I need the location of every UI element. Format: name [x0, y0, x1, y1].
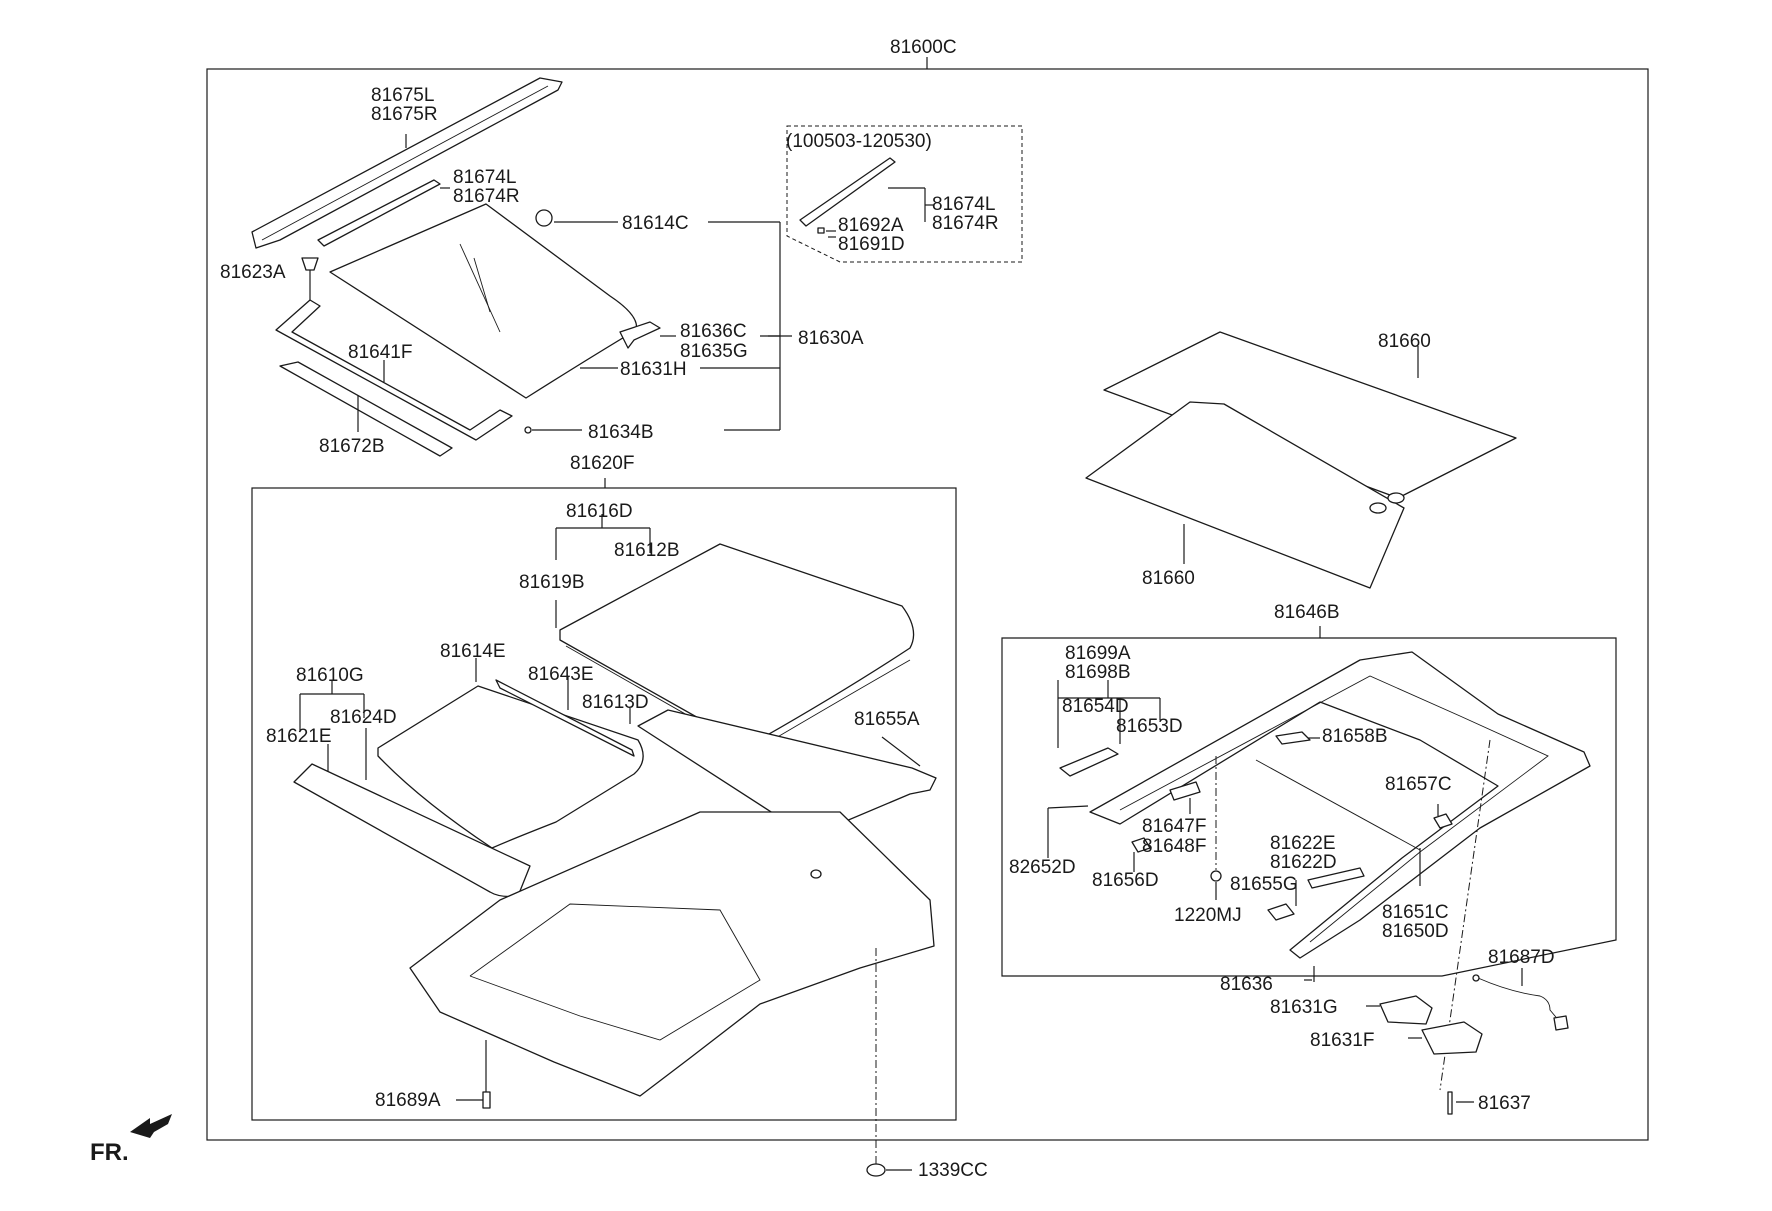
bracket-81636C-shape: [619, 321, 661, 349]
sub-assembly-box-81620F: [251, 487, 957, 1121]
part-label: 81614C: [622, 213, 689, 234]
part-label: 81624D: [330, 707, 397, 728]
part-label: 81699A: [1065, 643, 1131, 664]
part-label: 81646B: [1274, 602, 1340, 623]
part-label: 81692A: [838, 215, 904, 236]
front-arrow-icon: [130, 1114, 172, 1138]
front-orientation-label: FR.: [90, 1139, 129, 1166]
sunshade-group: [1085, 331, 1517, 589]
part-label: 81698B: [1065, 662, 1131, 683]
part-label: 81635G: [680, 341, 748, 362]
part-label: 81631H: [620, 359, 687, 380]
part-label: 81674R: [453, 186, 520, 207]
part-label: 81655A: [854, 709, 920, 730]
part-label: 81651C: [1382, 902, 1449, 923]
seal-strip-81674-shape: [317, 179, 441, 247]
dated-variant-box: [786, 125, 1023, 263]
part-label: 81600C: [890, 37, 957, 58]
part-label: 81622E: [1270, 833, 1336, 854]
glass-assembly-group: [251, 77, 792, 457]
part-label: 81647F: [1142, 816, 1206, 837]
dated-variant-group: [786, 125, 1023, 263]
part-label: 81614E: [440, 641, 506, 662]
part-label: 1220MJ: [1174, 905, 1242, 926]
part-label: 81648F: [1142, 836, 1206, 857]
part-label: 81650D: [1382, 921, 1449, 942]
part-label: 81691D: [838, 234, 905, 255]
part-label: 81653D: [1116, 716, 1183, 737]
headliner-group: [293, 514, 937, 1177]
motor-group: [1366, 968, 1569, 1115]
part-label: 81621E: [266, 726, 332, 747]
part-label: 81616D: [566, 501, 633, 522]
part-label: 82652D: [1009, 857, 1076, 878]
part-label: 81623A: [220, 262, 286, 283]
part-label: 81655G: [1230, 874, 1298, 895]
part-label: 81643E: [528, 664, 594, 685]
part-label: 81637: [1478, 1093, 1531, 1114]
part-label: 81674R: [932, 213, 999, 234]
part-label: 81660: [1142, 568, 1195, 589]
part-label: 81675R: [371, 104, 438, 125]
part-label: 81660: [1378, 331, 1431, 352]
part-number-labels: 81600C 81675L 81675R 81674L 81674R 81623…: [220, 37, 1555, 1181]
part-label: 81675L: [371, 85, 434, 106]
part-label: 81654D: [1062, 696, 1129, 717]
part-label: 81636: [1220, 974, 1273, 995]
part-label: 81610G: [296, 665, 364, 686]
part-label: 81612B: [614, 540, 680, 561]
front-direction-indicator: FR.: [90, 1114, 172, 1166]
sub-assembly-box-81646B: [1001, 637, 1617, 977]
part-label: 81631F: [1310, 1030, 1374, 1051]
frame-mechanism-group: [1047, 651, 1591, 1091]
part-label: 81687D: [1488, 947, 1555, 968]
part-label: 81674L: [453, 167, 516, 188]
part-label: 81657C: [1385, 774, 1452, 795]
part-label: 81619B: [519, 572, 585, 593]
part-label: 81631G: [1270, 997, 1338, 1018]
bump-81614C-shape: [535, 209, 553, 227]
part-label: 81674L: [932, 194, 995, 215]
part-label: 81658B: [1322, 726, 1388, 747]
date-range-label: (100503-120530): [786, 131, 932, 152]
part-label: 81613D: [582, 692, 649, 713]
strip-81672B-shape: [279, 361, 453, 457]
part-label: 81689A: [375, 1090, 441, 1111]
part-label: 1339CC: [918, 1160, 988, 1181]
clip-81634B-shape: [524, 426, 532, 434]
part-label: 81636C: [680, 321, 747, 342]
part-label: 81634B: [588, 422, 654, 443]
part-label: 81672B: [319, 436, 385, 457]
part-label: 81622D: [1270, 852, 1337, 873]
part-label: 81656D: [1092, 870, 1159, 891]
part-label: 81620F: [570, 453, 634, 474]
frame-81641F-shape: [275, 299, 513, 441]
pin-81623A-shape: [301, 257, 319, 271]
part-label: 81630A: [798, 328, 864, 349]
part-label: 81641F: [348, 342, 412, 363]
glass-panel-81631H-shape: [329, 203, 638, 399]
